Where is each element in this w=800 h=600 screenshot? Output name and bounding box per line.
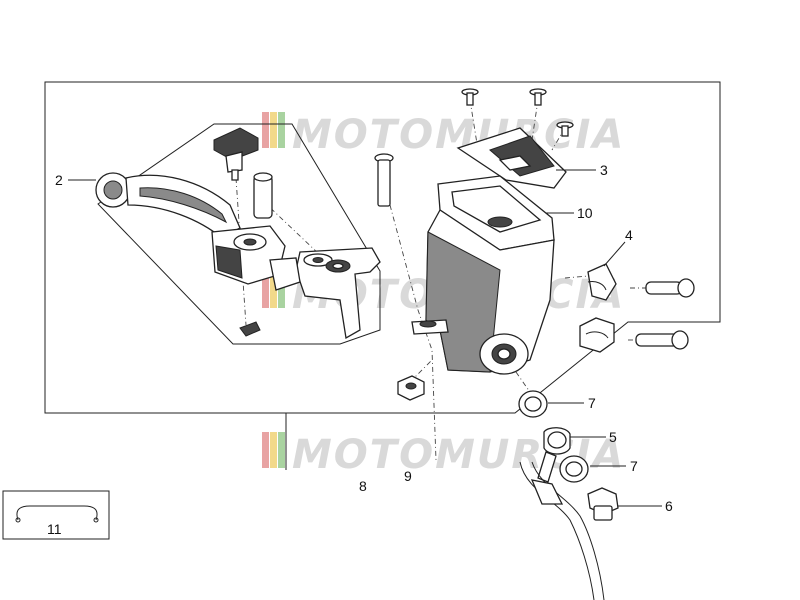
- callout-5: 5: [609, 429, 617, 445]
- callout-8: 8: [359, 478, 367, 494]
- callout-2: 2: [55, 172, 63, 188]
- assembly-guide-lines: [235, 99, 646, 461]
- callout-6: 6: [665, 498, 673, 514]
- callout-11: 11: [47, 521, 62, 537]
- handlebar-clamp: [579, 263, 617, 353]
- sealing-washer-lower: [559, 455, 589, 483]
- body-screw: [374, 153, 394, 207]
- banjo-bolt: [587, 487, 619, 521]
- cover-screws: [461, 88, 574, 137]
- watermark-stripe-red: [262, 112, 269, 148]
- spring-clip: [239, 321, 261, 337]
- adjuster-knob: [213, 127, 259, 181]
- brake-lever: [95, 172, 286, 285]
- watermark-stripe-yellow: [270, 112, 277, 148]
- callout-9: 9: [404, 468, 412, 484]
- callout-3: 3: [600, 162, 608, 178]
- watermark-top: MOTOMURCIA: [262, 112, 625, 158]
- callout-4: 4: [625, 227, 633, 243]
- watermark-stripe-green: [278, 432, 285, 468]
- watermark-stripe-red: [262, 272, 269, 308]
- callout-10: 10: [577, 205, 593, 221]
- callout-7-lower: 7: [630, 458, 638, 474]
- lever-group-frame: [97, 123, 381, 345]
- callout-7-upper: 7: [588, 395, 596, 411]
- sealing-washer-upper: [518, 390, 548, 418]
- watermark-stripe-green: [278, 272, 285, 308]
- watermark-stripe-yellow: [270, 272, 277, 308]
- watermark-stripe-green: [278, 112, 285, 148]
- master-cylinder-body: [411, 175, 555, 375]
- banjo-fitting-hose: [519, 427, 605, 600]
- callout-leaders: [68, 169, 662, 507]
- accessory-box: [2, 490, 110, 540]
- watermark-stripe-red: [262, 432, 269, 468]
- reservoir-cover: [456, 127, 567, 189]
- watermark-stripe-yellow: [270, 432, 277, 468]
- assembly-frame: [44, 81, 721, 414]
- clamp-bolts: [635, 278, 695, 350]
- hex-nut: [397, 375, 425, 401]
- pivot-pin: [253, 172, 273, 219]
- lever-pivot-bracket: [269, 247, 381, 340]
- watermark-text: MOTOMURCIA: [292, 112, 625, 158]
